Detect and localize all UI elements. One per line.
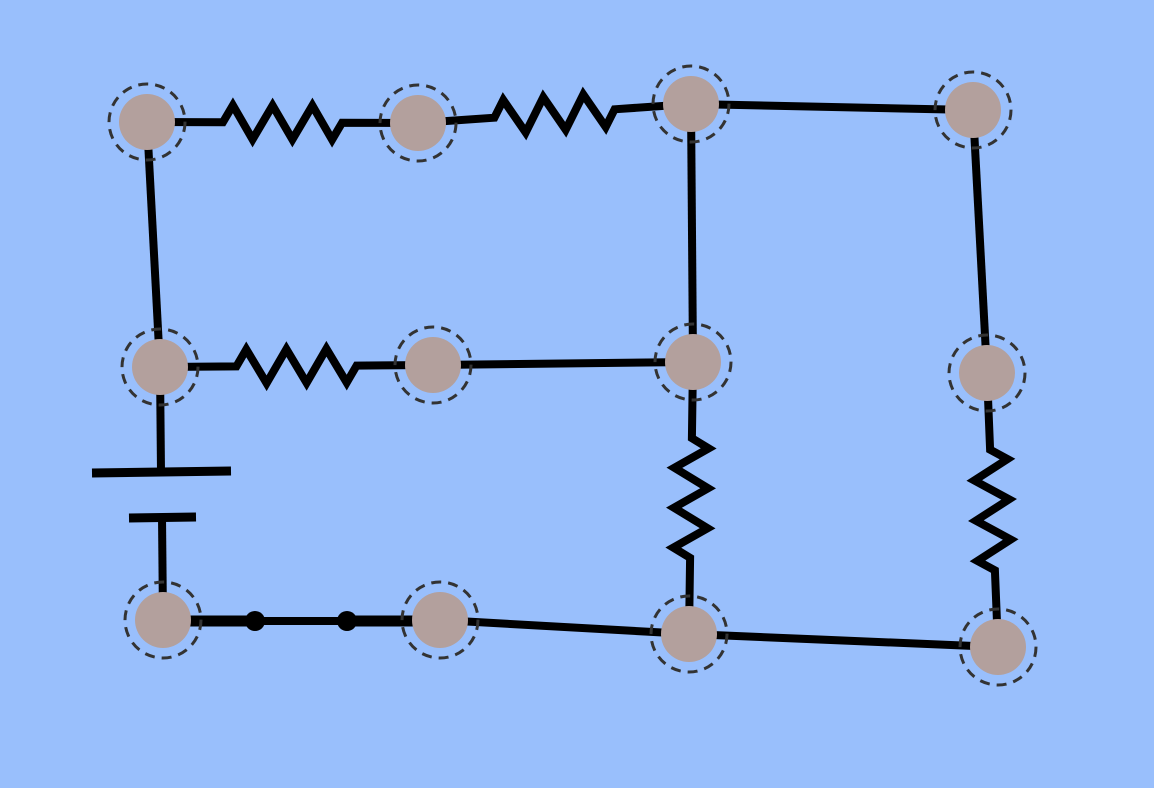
wire-v3-v7[interactable] xyxy=(687,103,697,363)
vertex-drag-ring[interactable] xyxy=(651,64,731,144)
wire-line[interactable] xyxy=(969,109,991,374)
vertex-node[interactable] xyxy=(665,334,721,390)
vertex-v5[interactable] xyxy=(120,327,200,407)
switch-contact-icon[interactable] xyxy=(337,611,357,631)
wire-line[interactable] xyxy=(690,100,974,114)
switch-v9-v10[interactable] xyxy=(163,611,440,631)
vertex-drag-ring[interactable] xyxy=(933,70,1013,150)
wire-line[interactable] xyxy=(143,121,164,368)
vertex-v11[interactable] xyxy=(649,594,729,674)
wire-line[interactable] xyxy=(432,358,694,369)
vertex-node[interactable] xyxy=(132,339,188,395)
vertex-drag-ring[interactable] xyxy=(120,327,200,407)
wire-v3-v4[interactable] xyxy=(690,100,974,114)
vertex-drag-ring[interactable] xyxy=(393,325,473,405)
resistor-v2-v3[interactable] xyxy=(417,86,692,141)
resistor-v5-v6[interactable] xyxy=(159,340,434,392)
vertex-node[interactable] xyxy=(970,619,1026,675)
vertex-v1[interactable] xyxy=(107,82,187,162)
vertex-v2[interactable] xyxy=(378,83,458,163)
vertex-v6[interactable] xyxy=(393,325,473,405)
vertex-node[interactable] xyxy=(661,606,717,662)
vertex-v9[interactable] xyxy=(123,580,203,660)
vertex-node[interactable] xyxy=(119,94,175,150)
vertices-layer xyxy=(107,64,1038,687)
resistor-zigzag-icon[interactable] xyxy=(146,97,419,148)
vertex-node[interactable] xyxy=(412,592,468,648)
resistor-v7-v11[interactable] xyxy=(665,361,717,635)
vertex-node[interactable] xyxy=(959,345,1015,401)
vertex-drag-ring[interactable] xyxy=(958,607,1038,687)
wire-v11-v12[interactable] xyxy=(688,630,999,651)
wire-line[interactable] xyxy=(688,630,999,651)
vertex-v10[interactable] xyxy=(400,580,480,660)
vertex-drag-ring[interactable] xyxy=(378,83,458,163)
vertex-v7[interactable] xyxy=(653,322,733,402)
vertex-v8[interactable] xyxy=(947,333,1027,413)
resistor-zigzag-icon[interactable] xyxy=(665,361,717,635)
vertex-drag-ring[interactable] xyxy=(653,322,733,402)
wire-line[interactable] xyxy=(439,616,690,638)
resistor-zigzag-icon[interactable] xyxy=(159,340,434,392)
vertex-drag-ring[interactable] xyxy=(107,82,187,162)
resistor-v1-v2[interactable] xyxy=(146,97,419,148)
wire-v6-v7[interactable] xyxy=(432,358,694,369)
vertex-drag-ring[interactable] xyxy=(400,580,480,660)
battery-long-plate[interactable] xyxy=(91,466,232,478)
vertex-node[interactable] xyxy=(405,337,461,393)
vertex-drag-ring[interactable] xyxy=(947,333,1027,413)
vertex-drag-ring[interactable] xyxy=(649,594,729,674)
components-layer xyxy=(91,86,1019,651)
wire-line[interactable] xyxy=(687,103,697,363)
wire-v10-v11[interactable] xyxy=(439,616,690,638)
vertex-node[interactable] xyxy=(945,82,1001,138)
vertex-node[interactable] xyxy=(663,76,719,132)
vertex-drag-ring[interactable] xyxy=(123,580,203,660)
vertex-node[interactable] xyxy=(135,592,191,648)
resistor-zigzag-icon[interactable] xyxy=(966,372,1019,648)
switch-hinge-icon[interactable] xyxy=(245,611,265,631)
wire-v4-v8[interactable] xyxy=(969,109,991,374)
resistor-v8-v12[interactable] xyxy=(966,372,1019,648)
wire-v1-v5[interactable] xyxy=(143,121,164,368)
vertex-v4[interactable] xyxy=(933,70,1013,150)
vertex-v12[interactable] xyxy=(958,607,1038,687)
vertex-node[interactable] xyxy=(390,95,446,151)
vertex-v3[interactable] xyxy=(651,64,731,144)
resistor-zigzag-icon[interactable] xyxy=(417,86,692,141)
